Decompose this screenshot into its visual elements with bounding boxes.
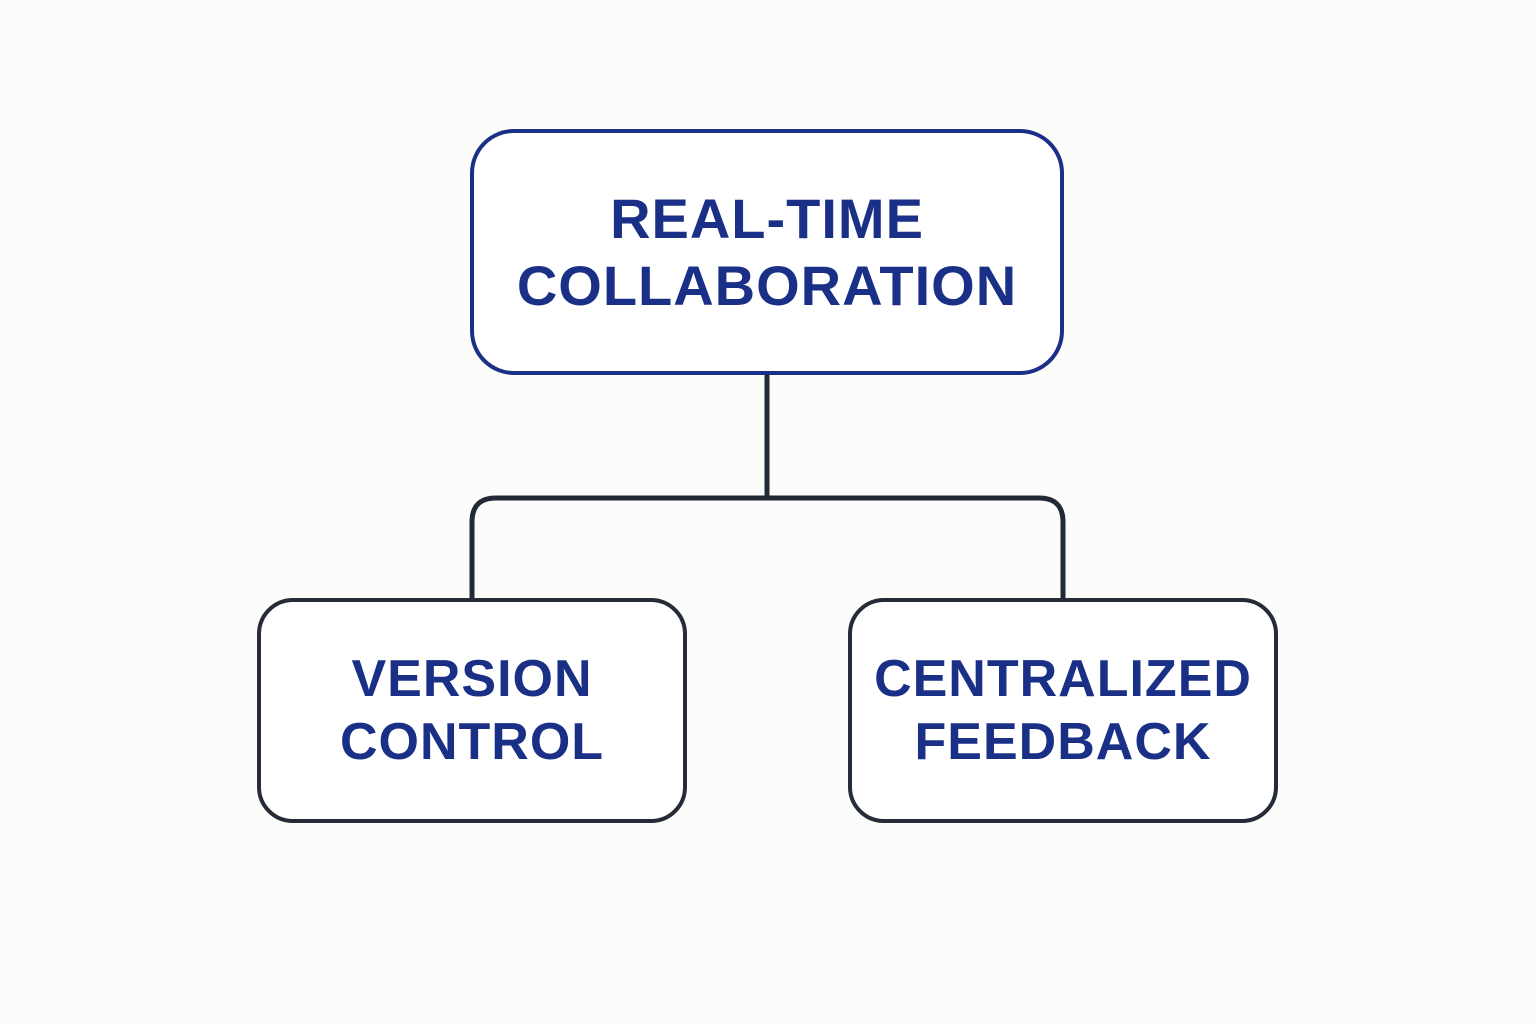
connector-branch xyxy=(469,495,1066,600)
centralized-feedback-label-line-2: FEEDBACK xyxy=(914,712,1212,771)
root-node-real-time-collaboration: REAL-TIME COLLABORATION xyxy=(470,129,1064,375)
version-control-label-line-2: CONTROL xyxy=(339,712,605,771)
version-control-label-line-1: VERSION xyxy=(351,650,593,709)
centralized-feedback-label-line-1: CENTRALIZED xyxy=(874,650,1252,709)
root-node-label-line-1: REAL-TIME xyxy=(610,186,924,250)
root-node-label-line-2: COLLABORATION xyxy=(516,254,1018,317)
child-node-version-control: VERSION CONTROL xyxy=(257,598,687,823)
child-node-centralized-feedback: CENTRALIZED FEEDBACK xyxy=(848,598,1278,823)
